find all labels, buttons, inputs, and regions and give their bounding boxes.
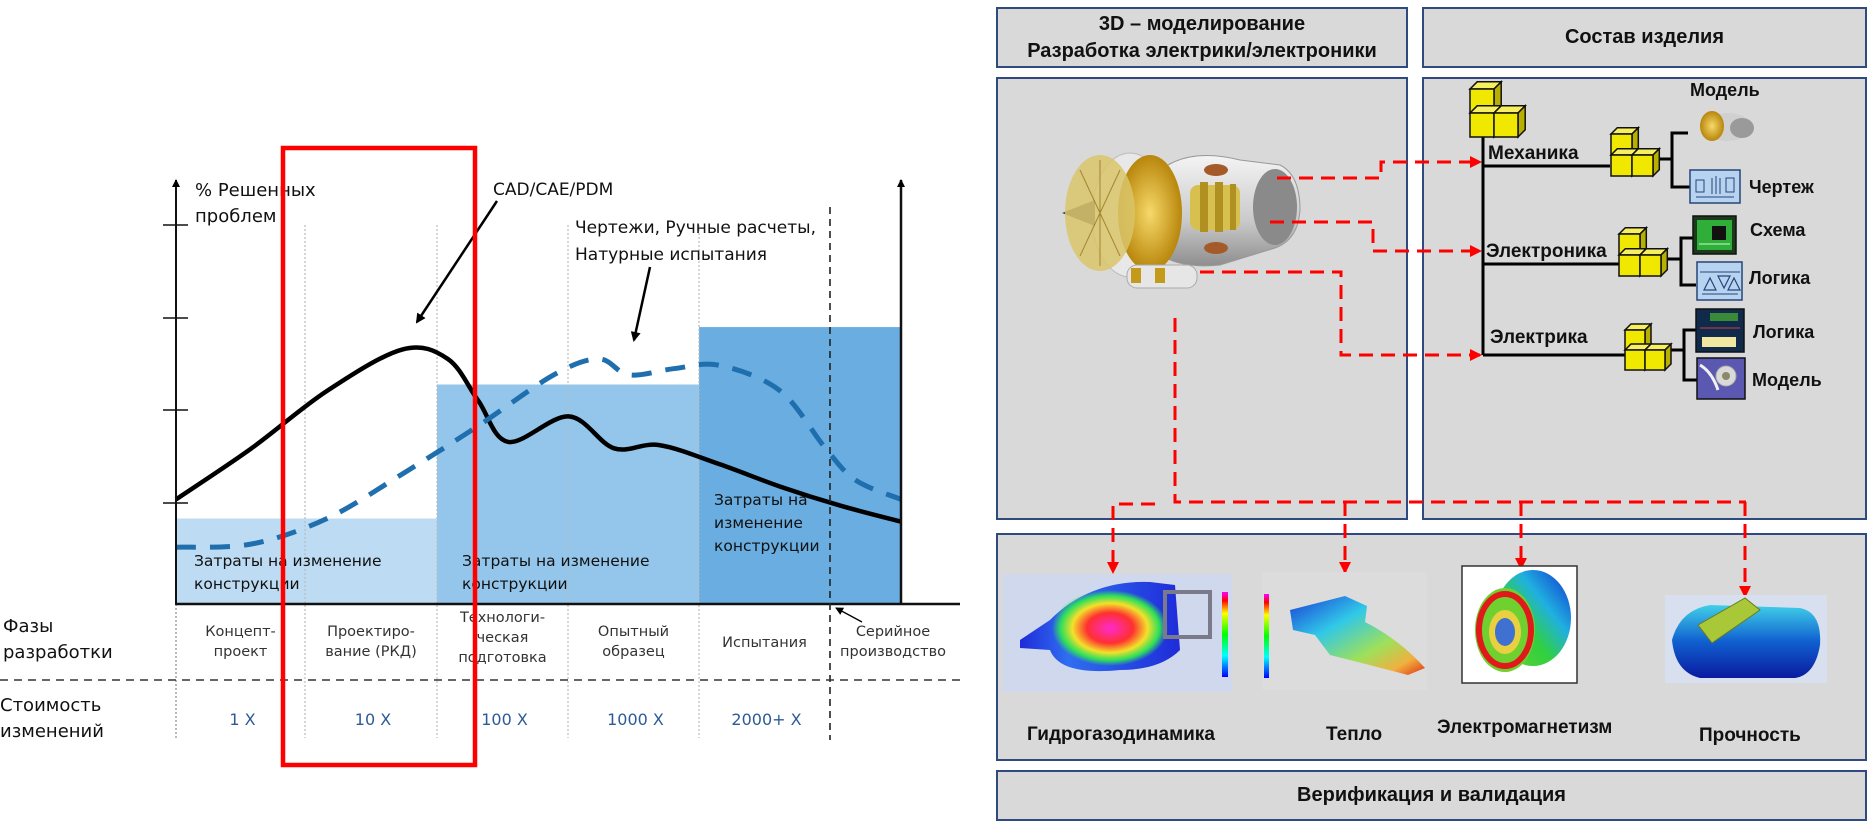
cost-multiplier: 1000 X <box>607 710 664 729</box>
highlight-box <box>280 145 478 768</box>
cost-block-label: конструкции <box>714 537 820 555</box>
modeling-title: 3D – моделирование <box>1098 12 1306 35</box>
phase-label: Концепт- <box>205 624 276 640</box>
annotation-manual: Натурные испытания <box>575 245 767 265</box>
structure-title: Состав изделия <box>1564 26 1724 48</box>
annotation-manual: Чертежи, Ручные расчеты, <box>575 218 816 238</box>
phase-label: ческая <box>477 630 529 646</box>
annotation-cad-arrow <box>415 200 499 324</box>
annotation-manual-arrow <box>630 266 652 342</box>
phase-label: производство <box>840 644 946 660</box>
cost-multiplier: 2000+ X <box>731 710 801 729</box>
cost-multiplier: 100 X <box>481 710 528 729</box>
cost-block-label: конструкции <box>194 575 300 593</box>
phase-label: вание (РКД) <box>325 644 417 660</box>
modeling-subtitle: Разработка электрики/электроники <box>1027 39 1377 62</box>
cost-multiplier: 1 X <box>229 710 255 729</box>
phase-label: образец <box>602 644 665 660</box>
structure-header: Состав изделия <box>1422 7 1867 68</box>
phase-label: Серийное <box>856 624 930 640</box>
cost-block <box>176 518 437 604</box>
series-line-traditional <box>175 356 902 550</box>
phase-label: Испытания <box>722 635 807 651</box>
phase-label: проект <box>214 644 268 660</box>
phase-label: подготовка <box>458 650 546 666</box>
cost-block <box>699 327 901 604</box>
row-label-cost: Стоимость <box>0 695 101 716</box>
cost-block-label: Затраты на <box>714 491 808 509</box>
simulation-panel <box>996 533 1867 761</box>
y-axis-label: проблем <box>195 206 276 227</box>
y-axis-ticks <box>163 224 188 504</box>
annotation-cad: CAD/CAE/PDM <box>493 180 613 200</box>
row-label-cost: изменений <box>0 721 104 742</box>
cost-block-label: Затраты на изменение <box>194 552 382 570</box>
cost-multiplier: 10 X <box>355 710 391 729</box>
phase-label: Опытный <box>598 624 669 640</box>
cost-block-label: Затраты на изменение <box>462 552 650 570</box>
cost-block-label: конструкции <box>462 575 568 593</box>
row-label-phases: разработки <box>3 642 113 663</box>
serial-pointer-arrow <box>835 607 863 623</box>
cost-block-label: изменение <box>714 514 803 532</box>
verification-title: Верификация и валидация <box>1297 784 1566 806</box>
verification-bar: Верификация и валидация <box>996 770 1867 821</box>
cost-of-change-chart: % Решенных проблем CAD/CAE/PDM Чертежи, … <box>0 145 960 768</box>
phase-label: Проектиро- <box>327 624 415 640</box>
modeling-panel <box>996 77 1408 520</box>
series-line-cad <box>174 345 902 524</box>
phase-label: Технологи- <box>459 610 545 626</box>
structure-panel <box>1422 77 1867 520</box>
y-axis-label: % Решенных <box>195 180 316 201</box>
row-label-phases: Фазы <box>3 616 53 637</box>
